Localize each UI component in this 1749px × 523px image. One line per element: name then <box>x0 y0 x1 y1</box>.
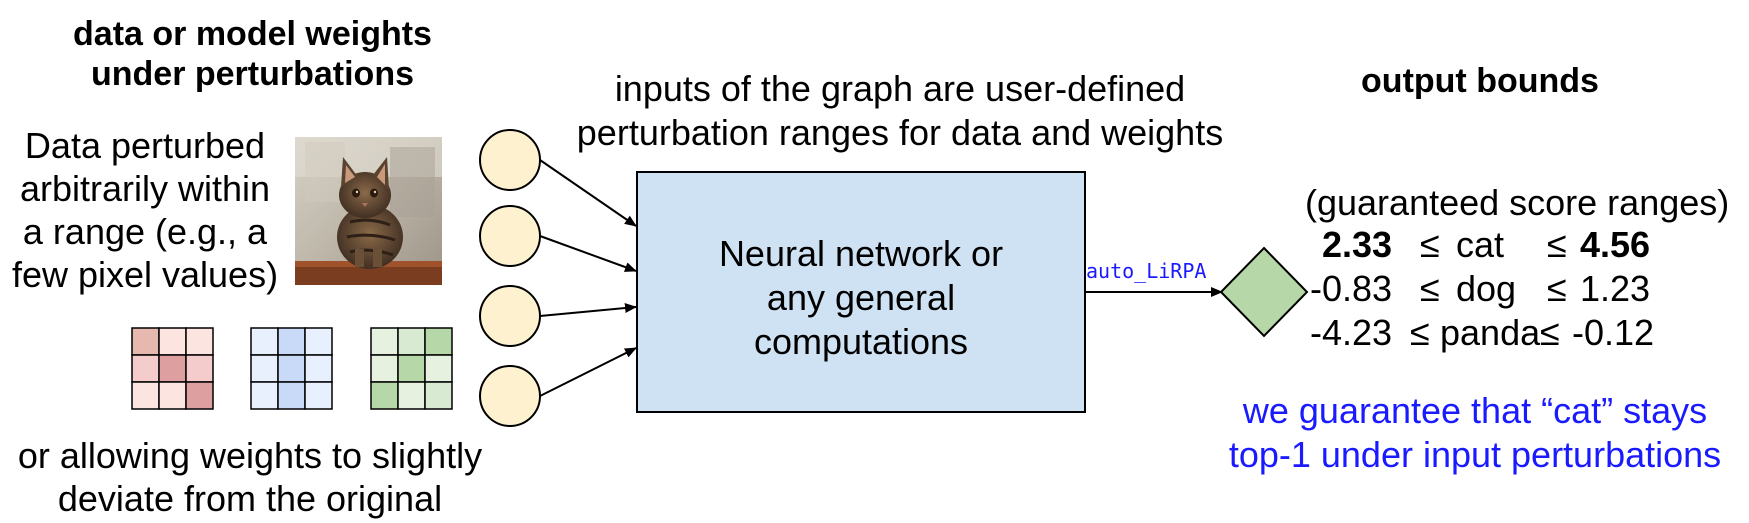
panda-upper-bound: -0.12 <box>1572 312 1655 353</box>
left-heading: data or model weights under perturbation… <box>20 15 485 95</box>
panda-lower-bound: -4.23 <box>1310 312 1393 353</box>
green-weight-grid <box>370 327 453 410</box>
box-label-line-2: any general <box>766 277 956 318</box>
panda-class-label: panda <box>1440 312 1541 353</box>
dog-le-right: ≤ <box>1547 268 1567 309</box>
input-node-2 <box>479 205 541 267</box>
cat-lower-bound: 2.33 <box>1322 224 1393 265</box>
output-bounds-heading: output bounds <box>1361 62 1599 100</box>
inputs-caption: inputs of the graph are user-defined per… <box>555 67 1245 155</box>
panda-le-right: ≤ <box>1540 312 1560 353</box>
red-weight-grid <box>131 327 214 410</box>
input-node-4 <box>479 365 541 427</box>
output-node-diamond <box>1219 246 1309 338</box>
score-ranges-subtitle: (guaranteed score ranges) <box>1305 182 1730 223</box>
input-arrow-4 <box>539 347 637 397</box>
input-arrow-2 <box>539 235 637 272</box>
input-node-3 <box>479 285 541 347</box>
input-arrow-3 <box>539 303 637 317</box>
cat-le-left: ≤ <box>1420 224 1440 265</box>
input-arrow-1 <box>539 159 637 227</box>
data-caption-line-4: few pixel values) <box>11 254 279 295</box>
data-caption-line-2: arbitrarily within <box>19 168 271 209</box>
dog-le-left: ≤ <box>1420 268 1440 309</box>
data-caption: Data perturbed arbitrarily within a rang… <box>0 124 290 296</box>
inputs-caption-line-1: inputs of the graph are user-defined <box>614 68 1186 109</box>
left-heading-line-2: under perturbations <box>90 54 415 93</box>
blue-weight-grid <box>250 327 333 410</box>
guarantee-line-1: we guarantee that “cat” stays <box>1242 390 1708 431</box>
dog-lower-bound: -0.83 <box>1310 268 1393 309</box>
input-node-1 <box>479 129 541 191</box>
cat-photo <box>295 137 442 285</box>
data-caption-line-3: a range (e.g., a <box>22 211 268 252</box>
weights-caption: or allowing weights to slightly deviate … <box>0 434 500 520</box>
weights-caption-line-2: deviate from the original <box>57 478 443 519</box>
dog-class-label: dog <box>1456 268 1517 309</box>
inputs-caption-line-2: perturbation ranges for data and weights <box>576 112 1224 153</box>
cat-upper-bound: 4.56 <box>1580 224 1651 265</box>
cat-le-right: ≤ <box>1547 224 1567 265</box>
box-label: Neural network or any general computatio… <box>637 232 1085 364</box>
auto-lirpa-label: auto_LiRPA <box>1086 259 1207 283</box>
left-heading-line-1: data or model weights <box>73 15 432 53</box>
data-caption-line-1: Data perturbed <box>24 125 266 166</box>
guarantee-text: we guarantee that “cat” stays top-1 unde… <box>1215 389 1735 477</box>
panda-le-left: ≤ <box>1410 312 1430 353</box>
box-label-line-3: computations <box>753 321 969 362</box>
cat-class-label: cat <box>1456 224 1505 265</box>
neural-network-box <box>636 171 1086 413</box>
dog-upper-bound: 1.23 <box>1580 268 1651 309</box>
weights-caption-line-1: or allowing weights to slightly <box>17 435 483 476</box>
guarantee-line-2: top-1 under input perturbations <box>1228 434 1722 475</box>
box-label-line-1: Neural network or <box>718 233 1004 274</box>
